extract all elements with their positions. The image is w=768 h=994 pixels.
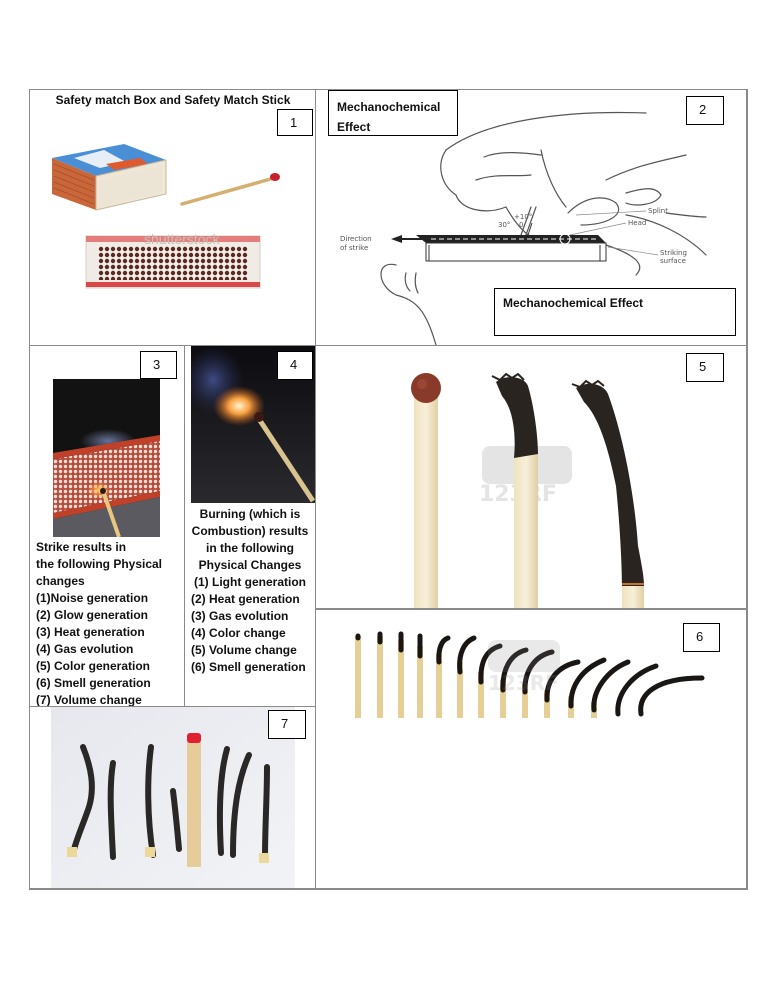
grid-row1-divider: [29, 345, 748, 346]
hand-striking-match-diagram: Direction of strike +10° 0 30° Splint He…: [340, 111, 707, 345]
grid-row2-divider-left: [29, 706, 316, 707]
panel-3-item: (7) Volume change: [36, 693, 142, 706]
panel-4-item: (5) Volume change: [191, 643, 297, 657]
panel-4-heading-1: Burning (which is: [199, 507, 301, 521]
panel-1-number: 1: [277, 109, 313, 136]
panel-4-heading-2: Combustion) results: [191, 524, 309, 538]
matchbox-and-matchstick-image: shutterstock: [52, 144, 280, 289]
diagram-label-angle-top: +10°: [514, 213, 532, 221]
grid-center-divider: [315, 89, 316, 889]
panel-4-number: 4: [277, 351, 313, 380]
burnt-matches-group-image: [51, 707, 295, 888]
panel-3-item: (1)Noise generation: [36, 591, 149, 605]
grid-row2-divider-right: [316, 608, 748, 610]
diagram-label-striking-1: Striking: [660, 249, 687, 257]
grid-left-border: [29, 89, 30, 889]
panel-1-watermark: shutterstock: [144, 231, 220, 247]
panel-7: 7: [30, 707, 315, 888]
grid-top-border: [29, 89, 748, 90]
panel-4-item: (4) Color change: [191, 626, 286, 640]
diagram-label-angle-zero: 0: [519, 221, 523, 229]
panel-4-heading-3: in the following: [206, 541, 294, 555]
panel-2-number: 2: [686, 96, 724, 125]
diagram-label-striking-2: surface: [660, 257, 686, 265]
panel-5-number: 5: [686, 353, 724, 382]
panel-4-item: (6) Smell generation: [191, 660, 306, 674]
panel-2: Direction of strike +10° 0 30° Splint He…: [316, 90, 746, 345]
grid-panel3-4-divider: [184, 345, 185, 707]
panel-6-number: 6: [683, 623, 720, 652]
panel-2-label-top: Mechanochemical Effect: [328, 90, 458, 136]
panel-3-heading-1: Strike results in: [36, 540, 127, 554]
panel-3: 3 Strike results in the following Physic…: [30, 346, 184, 706]
diagram-label-direction-2: of strike: [340, 244, 368, 252]
panel-4-heading-4: Physical Changes: [198, 558, 302, 572]
panel-3-item: (5) Color generation: [36, 659, 151, 673]
panel-4-item: (1) Light generation: [194, 575, 306, 589]
panel-3-item: (3) Heat generation: [36, 625, 145, 639]
diagram-label-direction-1: Direction: [340, 235, 372, 243]
grid-bottom-border: [29, 888, 748, 890]
panel-3-text: Strike results in the following Physical…: [36, 539, 162, 706]
panel-1-title: Safety match Box and Safety Match Stick: [55, 93, 291, 107]
panel-4: 4 Burning (which is Combustion) results …: [185, 346, 315, 706]
panel-7-number: 7: [268, 710, 306, 739]
panel-3-item: (6) Smell generation: [36, 676, 151, 690]
panel-6: 123RF 6: [316, 610, 746, 888]
panel-4-list: (1) Light generation (2) Heat generation…: [191, 574, 306, 676]
panel-4-item: (3) Gas evolution: [191, 609, 289, 623]
panel-4-item: (2) Heat generation: [191, 592, 300, 606]
panel-3-item: (2) Glow generation: [36, 608, 149, 622]
match-burning-sequence-image: 123RF: [355, 631, 705, 718]
unburnt-and-burnt-matches-image: 123RF: [411, 372, 644, 608]
panel-4-heading: Burning (which is Combustion) results in…: [185, 506, 315, 574]
diagram-label-splint: Splint: [648, 207, 668, 215]
panel-3-number: 3: [140, 351, 177, 379]
panel-3-item: (4) Gas evolution: [36, 642, 134, 656]
panel-5: 123RF 5: [316, 346, 746, 608]
panel-3-heading-3: changes: [36, 574, 85, 588]
panel-3-heading-2: the following Physical: [36, 557, 163, 571]
match-striking-box-image: [53, 379, 160, 537]
panel-1: Safety match Box and Safety Match Stick …: [30, 90, 315, 345]
diagram-label-head: Head: [628, 219, 646, 227]
panel-2-caption: Mechanochemical Effect: [494, 288, 736, 336]
grid-right-border: [746, 89, 748, 889]
panel-6-watermark: 123RF: [488, 671, 559, 695]
diagram-label-angle-30: 30°: [498, 221, 510, 229]
